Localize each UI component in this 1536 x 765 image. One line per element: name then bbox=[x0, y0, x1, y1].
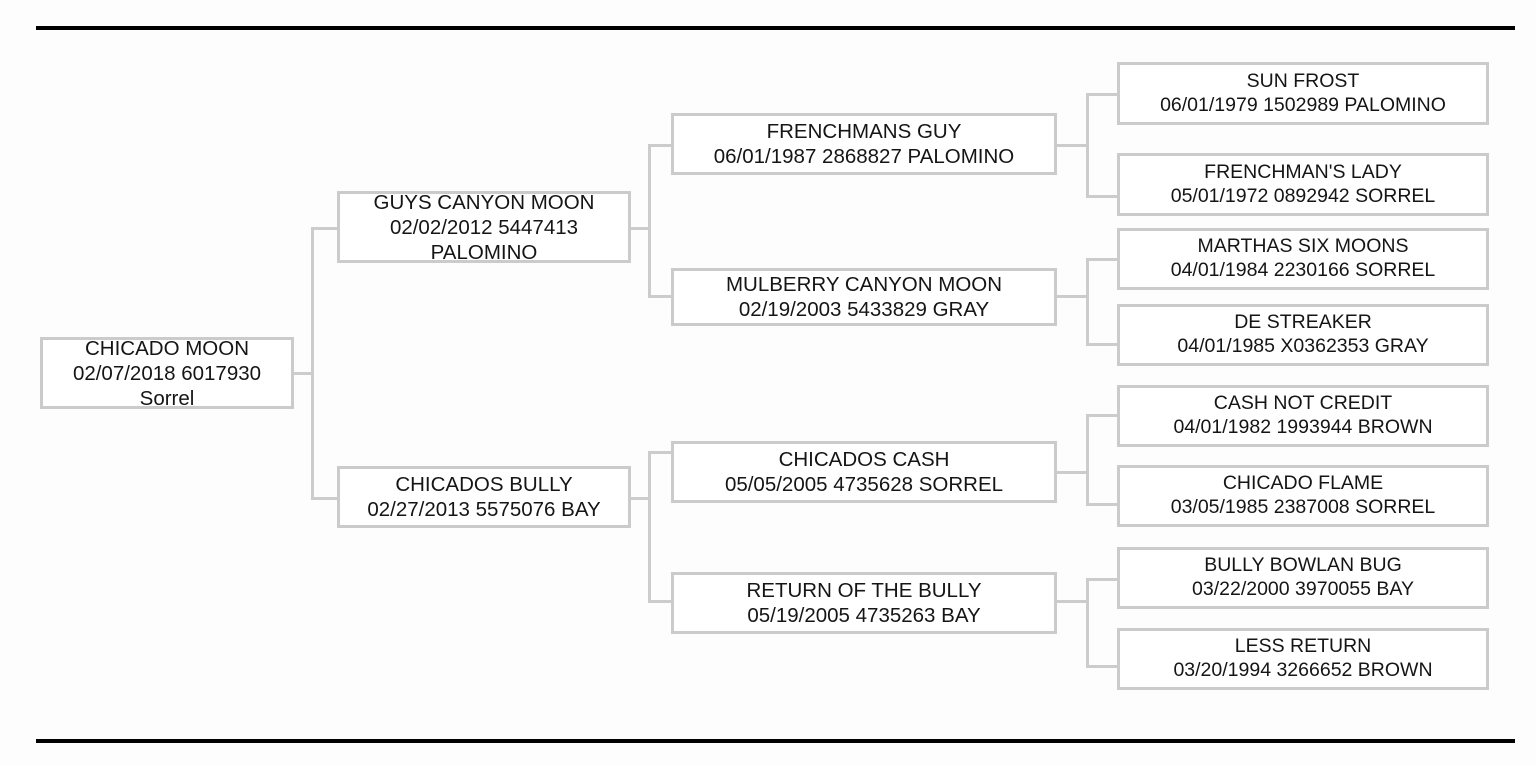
node-sd-dam-name: DE STREAKER bbox=[1234, 311, 1372, 334]
connector-dam-sire-stub bbox=[1057, 471, 1089, 474]
node-ss-sire[interactable]: SUN FROST 06/01/1979 1502989 PALOMINO bbox=[1117, 62, 1489, 125]
node-sire-color: PALOMINO bbox=[430, 240, 538, 264]
node-dd-sire-detail: 03/22/2000 3970055 BAY bbox=[1192, 578, 1414, 600]
node-sd-dam-detail: 04/01/1985 X0362353 GRAY bbox=[1177, 335, 1429, 357]
node-ss-sire-detail: 06/01/1979 1502989 PALOMINO bbox=[1160, 93, 1446, 116]
connector-dam-sire-spine bbox=[1086, 414, 1089, 506]
connector-sire-stub bbox=[631, 227, 651, 230]
node-ds-dam-name: CHICADO FLAME bbox=[1222, 472, 1384, 495]
node-sire-name: GUYS CANYON MOON bbox=[373, 190, 595, 214]
connector-dam-to-dam-dam bbox=[648, 600, 672, 603]
node-sd-sire-name: MARTHAS SIX MOONS bbox=[1197, 235, 1409, 258]
connector-sire-sire-to-ss-dam bbox=[1086, 195, 1118, 198]
node-sd-sire-detail: 04/01/1984 2230166 SORREL bbox=[1170, 259, 1436, 281]
node-subject[interactable]: CHICADO MOON 02/07/2018 6017930 Sorrel bbox=[40, 336, 294, 410]
connector-dam-dam-to-dd-dam bbox=[1086, 665, 1118, 668]
connector-dam-stub bbox=[631, 497, 651, 500]
node-dd-dam-detail: 03/20/1994 3266652 BROWN bbox=[1173, 659, 1433, 681]
connector-dam-sire-to-ds-sire bbox=[1086, 414, 1118, 417]
node-sd-dam[interactable]: DE STREAKER 04/01/1985 X0362353 GRAY bbox=[1117, 304, 1489, 366]
node-subject-color: Sorrel bbox=[139, 386, 195, 410]
connector-subject-to-sire bbox=[311, 227, 339, 230]
node-dam-sire[interactable]: CHICADOS CASH 05/05/2005 4735628 SORREL bbox=[671, 441, 1057, 503]
node-dam-sire-detail: 05/05/2005 4735628 SORREL bbox=[724, 473, 1004, 496]
top-divider-rule bbox=[36, 26, 1515, 30]
connector-sire-dam-stub bbox=[1057, 295, 1089, 298]
node-sire-sire[interactable]: FRENCHMANS GUY 06/01/1987 2868827 PALOMI… bbox=[671, 113, 1057, 175]
node-sire-dam-detail: 02/19/2003 5433829 GRAY bbox=[738, 298, 990, 321]
node-dam-dam-detail: 05/19/2005 4735263 BAY bbox=[747, 604, 981, 627]
node-sire-dam-name: MULBERRY CANYON MOON bbox=[725, 273, 1003, 296]
connector-sire-dam-spine bbox=[1086, 258, 1089, 346]
node-sire-sire-detail: 06/01/1987 2868827 PALOMINO bbox=[713, 145, 1015, 168]
node-ds-dam[interactable]: CHICADO FLAME 03/05/1985 2387008 SORREL bbox=[1117, 465, 1489, 527]
node-ds-sire[interactable]: CASH NOT CREDIT 04/01/1982 1993944 BROWN bbox=[1117, 385, 1489, 447]
node-sire-dam[interactable]: MULBERRY CANYON MOON 02/19/2003 5433829 … bbox=[671, 268, 1057, 326]
node-dd-dam[interactable]: LESS RETURN 03/20/1994 3266652 BROWN bbox=[1117, 628, 1489, 690]
node-ss-dam-name: FRENCHMAN'S LADY bbox=[1204, 160, 1402, 183]
node-sire[interactable]: GUYS CANYON MOON 02/02/2012 5447413 PALO… bbox=[337, 190, 631, 264]
connector-dam-sire-to-ds-dam bbox=[1086, 503, 1118, 506]
node-dam-name: CHICADOS BULLY bbox=[395, 473, 573, 496]
connector-subject-to-dam bbox=[311, 497, 339, 500]
connector-sire-to-sire-dam bbox=[648, 295, 672, 298]
node-dd-sire[interactable]: BULLY BOWLAN BUG 03/22/2000 3970055 BAY bbox=[1117, 547, 1489, 609]
connector-dam-dam-to-dd-sire bbox=[1086, 578, 1118, 581]
node-ds-dam-detail: 03/05/1985 2387008 SORREL bbox=[1170, 496, 1436, 518]
node-dam-dam[interactable]: RETURN OF THE BULLY 05/19/2005 4735263 B… bbox=[671, 572, 1057, 634]
connector-sire-spine bbox=[648, 144, 651, 298]
node-ss-dam[interactable]: FRENCHMAN'S LADY 05/01/1972 0892942 SORR… bbox=[1117, 153, 1489, 216]
node-dam-dam-name: RETURN OF THE BULLY bbox=[746, 579, 982, 602]
node-subject-name: CHICADO MOON bbox=[85, 336, 249, 360]
bottom-divider-rule bbox=[36, 739, 1515, 743]
node-ds-sire-detail: 04/01/1982 1993944 BROWN bbox=[1173, 416, 1433, 438]
node-dd-sire-name: BULLY BOWLAN BUG bbox=[1204, 554, 1402, 577]
node-subject-detail: 02/07/2018 6017930 bbox=[72, 361, 262, 385]
node-sire-sire-name: FRENCHMANS GUY bbox=[766, 120, 962, 143]
connector-dam-dam-stub bbox=[1057, 600, 1089, 603]
node-ss-sire-name: SUN FROST bbox=[1246, 69, 1360, 92]
connector-sire-sire-to-ss-sire bbox=[1086, 93, 1118, 96]
node-sd-sire[interactable]: MARTHAS SIX MOONS 04/01/1984 2230166 SOR… bbox=[1117, 228, 1489, 290]
connector-sire-dam-to-sd-dam bbox=[1086, 343, 1118, 346]
connector-subject-stub bbox=[294, 372, 314, 375]
node-ss-dam-detail: 05/01/1972 0892942 SORREL bbox=[1170, 184, 1436, 207]
node-ds-sire-name: CASH NOT CREDIT bbox=[1213, 392, 1393, 415]
connector-sire-sire-spine bbox=[1086, 93, 1089, 198]
connector-sire-sire-stub bbox=[1057, 144, 1089, 147]
connector-sire-to-sire-sire bbox=[648, 144, 672, 147]
node-sire-detail: 02/02/2012 5447413 bbox=[389, 215, 579, 239]
connector-dam-spine bbox=[648, 451, 651, 603]
node-dam-sire-name: CHICADOS CASH bbox=[778, 448, 950, 471]
connector-dam-dam-spine bbox=[1086, 578, 1089, 668]
node-dam-detail: 02/27/2013 5575076 BAY bbox=[367, 498, 601, 521]
connector-sire-dam-to-sd-sire bbox=[1086, 258, 1118, 261]
node-dd-dam-name: LESS RETURN bbox=[1234, 635, 1372, 658]
connector-dam-to-dam-sire bbox=[648, 451, 672, 454]
connector-subject-spine bbox=[311, 227, 314, 500]
node-dam[interactable]: CHICADOS BULLY 02/27/2013 5575076 BAY bbox=[337, 466, 631, 528]
